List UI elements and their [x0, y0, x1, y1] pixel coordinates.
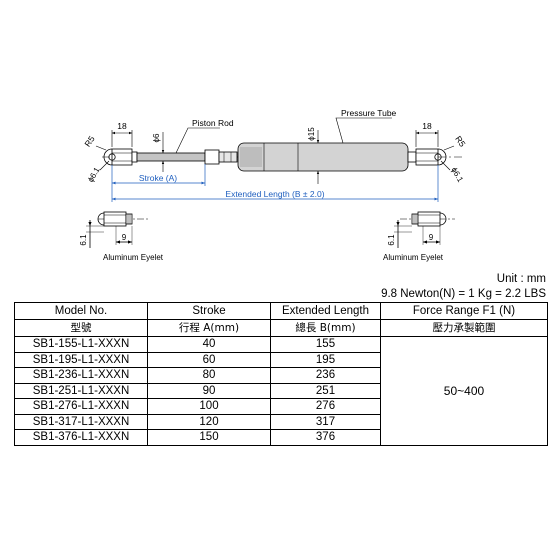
dim-rod-diameter: ϕ6	[152, 133, 161, 142]
cell-stroke: 80	[147, 367, 271, 384]
cell-model: SB1-276-L1-XXXN	[14, 398, 148, 415]
table-row: SB1-236-L1-XXXN 80 236	[14, 367, 548, 384]
header-force: Force Range F1 (N)	[380, 302, 548, 320]
header-length-zh: 總長 B(mm)	[270, 319, 381, 337]
gas-spring-drawing: 18 18 R5 R5 ϕ6.1 ϕ6.1 ϕ6 ϕ15 Piston Rod …	[79, 108, 468, 262]
unit-note: Unit : mm	[496, 273, 546, 285]
cell-stroke: 90	[147, 382, 271, 399]
left-eyelet	[86, 211, 150, 248]
cell-length: 195	[270, 351, 381, 368]
dim-radius-left: R5	[82, 134, 97, 149]
dim-tube-diameter: ϕ15	[307, 127, 316, 141]
dim-hole-right: ϕ6.1	[449, 166, 465, 184]
dim-radius-right: R5	[453, 134, 468, 149]
header-stroke-zh: 行程 A(mm)	[147, 319, 271, 337]
dim-eyelet-right-height: 6.1	[387, 234, 396, 246]
piston-rod	[136, 152, 206, 162]
header-force-zh: 壓力承製範圍	[380, 319, 548, 337]
label-extended-length: Extended Length (B ± 2.0)	[225, 189, 324, 199]
left-eye	[103, 148, 116, 166]
header-model: Model No.	[14, 302, 148, 320]
cell-length: 317	[270, 413, 381, 430]
cell-model: SB1-236-L1-XXXN	[14, 367, 148, 384]
label-stroke: Stroke (A)	[139, 173, 177, 183]
table-header-zh: 型號 行程 A(mm) 總長 B(mm) 壓力承製範圍	[14, 319, 548, 337]
table-row: SB1-276-L1-XXXN 100 276	[14, 398, 548, 415]
cell-length: 155	[270, 336, 381, 353]
cell-model: SB1-251-L1-XXXN	[14, 382, 148, 399]
conversion-note: 9.8 Newton(N) = 1 Kg = 2.2 LBS	[381, 288, 546, 300]
cell-stroke: 60	[147, 351, 271, 368]
label-eyelet-right: Aluminum Eyelet	[383, 253, 444, 262]
table-header-en: Model No. Stroke Extended Length Force R…	[14, 302, 548, 320]
cell-length: 236	[270, 367, 381, 384]
cell-stroke: 120	[147, 413, 271, 430]
cell-model: SB1-317-L1-XXXN	[14, 413, 148, 430]
cell-length: 251	[270, 382, 381, 399]
cell-stroke: 40	[147, 336, 271, 353]
dim-hole-left: ϕ6.1	[86, 165, 102, 183]
label-piston-rod: Piston Rod	[192, 118, 234, 128]
cell-stroke: 150	[147, 429, 271, 446]
table-row: SB1-317-L1-XXXN 120 317	[14, 413, 548, 430]
header-model-zh: 型號	[14, 319, 148, 337]
cell-model: SB1-195-L1-XXXN	[14, 351, 148, 368]
dim-eye-right: 18	[422, 121, 432, 131]
dim-eyelet-left-height: 6.1	[79, 234, 88, 246]
dim-eye-left: 18	[117, 121, 127, 131]
cell-model: SB1-155-L1-XXXN	[14, 336, 148, 353]
label-pressure-tube: Pressure Tube	[341, 108, 397, 118]
dim-eyelet-left-width: 9	[122, 233, 127, 242]
cell-model: SB1-376-L1-XXXN	[14, 429, 148, 446]
spec-table: Model No. Stroke Extended Length Force R…	[14, 302, 548, 446]
label-eyelet-left: Aluminum Eyelet	[103, 253, 164, 262]
table-row: SB1-155-L1-XXXN 40 155 50~400	[14, 336, 548, 446]
header-length: Extended Length	[270, 302, 381, 320]
cell-length: 276	[270, 398, 381, 415]
pressure-tube	[237, 142, 409, 172]
cell-length: 376	[270, 429, 381, 446]
right-eye	[434, 148, 447, 166]
dim-eyelet-right-width: 9	[429, 233, 434, 242]
header-stroke: Stroke	[147, 302, 271, 320]
gas-spring-body	[102, 142, 462, 172]
dimension-lines-bottom	[111, 164, 439, 202]
cell-stroke: 100	[147, 398, 271, 415]
cell-force-range: 50~400	[380, 336, 548, 446]
right-eyelet	[394, 211, 455, 248]
table-row: SB1-376-L1-XXXN 150 376	[14, 429, 548, 446]
table-row: SB1-251-L1-XXXN 90 251	[14, 382, 548, 399]
dimension-lines-top	[95, 117, 455, 184]
